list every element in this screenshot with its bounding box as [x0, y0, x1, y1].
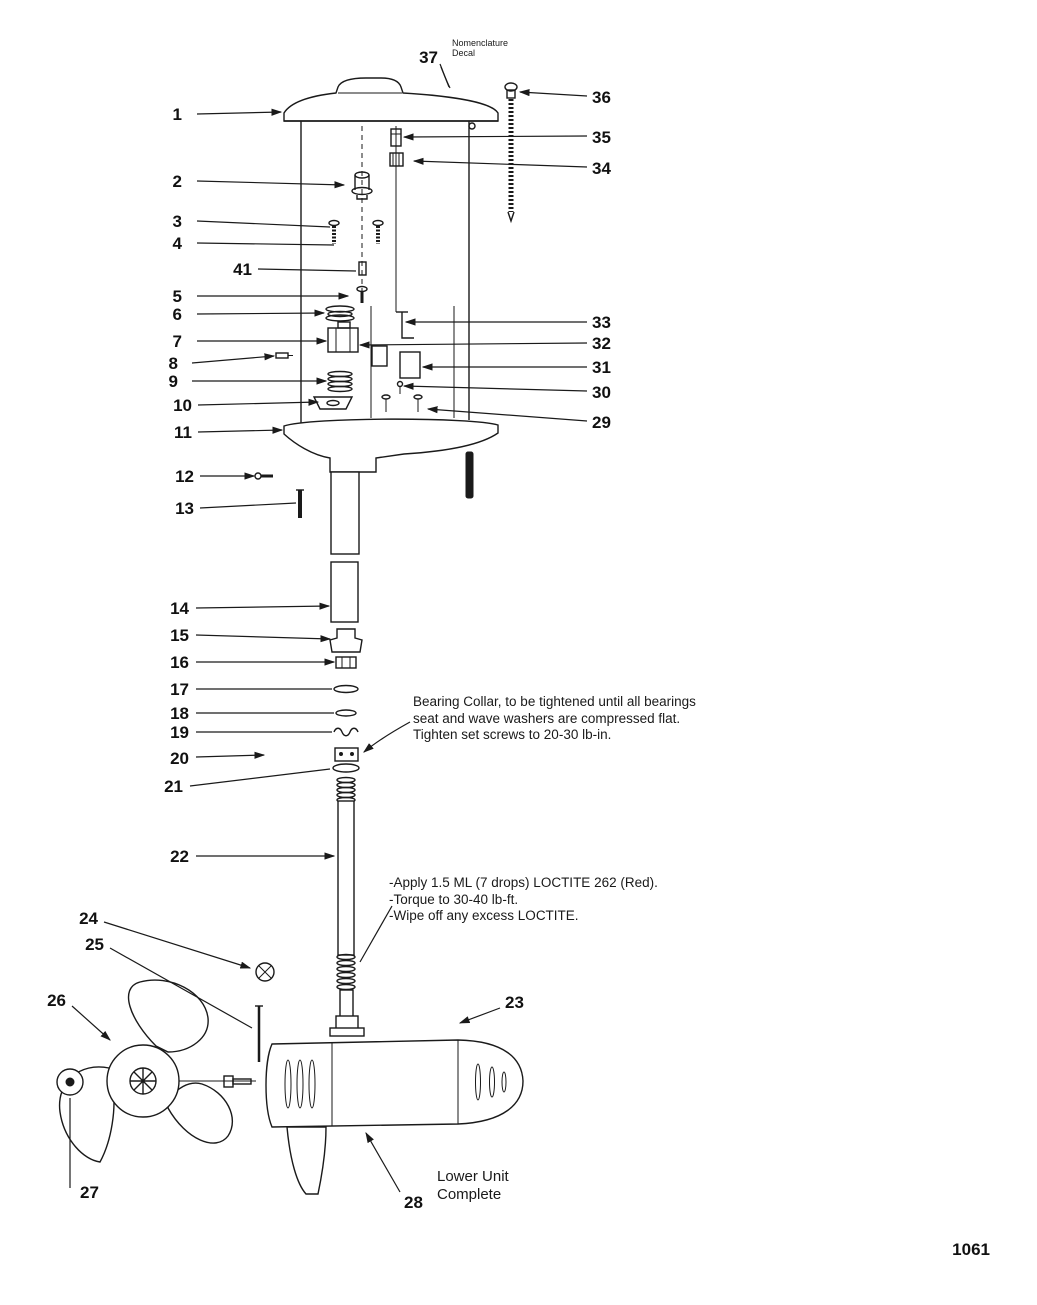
lower-unit — [223, 962, 524, 1195]
callout-leader-20 — [195, 751, 266, 759]
callout-layer: 1234415678910111213141516171819202122242… — [47, 48, 611, 1212]
callout-leader-4 — [196, 242, 335, 246]
bearing-note-leader — [363, 721, 411, 753]
callout-41: 41 — [233, 260, 252, 279]
callout-leader-21 — [189, 768, 331, 787]
callout-33: 33 — [592, 313, 611, 332]
callout-leader-36 — [518, 88, 588, 97]
base-housing — [254, 418, 499, 518]
callout-leader-30 — [402, 382, 588, 392]
callout-11: 11 — [174, 423, 192, 442]
callout-15: 15 — [170, 626, 189, 645]
callout-leader-14 — [195, 602, 331, 610]
callout-22: 22 — [170, 847, 189, 866]
callout-leader-34 — [412, 157, 588, 168]
callout-25: 25 — [85, 935, 104, 954]
callout-29: 29 — [592, 413, 611, 432]
callout-leader-24 — [103, 921, 252, 969]
callout-30: 30 — [592, 383, 611, 402]
callout-8: 8 — [169, 354, 178, 373]
note-leaders — [359, 63, 451, 963]
callout-leader-37 — [440, 66, 450, 88]
callout-28: 28 — [404, 1193, 423, 1212]
skeg — [286, 1126, 327, 1195]
callout-27: 27 — [80, 1183, 99, 1202]
center-shaft — [329, 471, 363, 1021]
callout-37: 37 — [419, 48, 438, 67]
callout-leader-8 — [191, 353, 276, 364]
callout-24: 24 — [79, 909, 98, 928]
callout-6: 6 — [173, 305, 182, 324]
callout-leader-2 — [196, 180, 346, 189]
callout-3: 3 — [173, 212, 182, 231]
callout-9: 9 — [169, 372, 178, 391]
prop-blade-top — [127, 979, 209, 1053]
mount-screw — [504, 82, 518, 224]
callout-35: 35 — [592, 128, 611, 147]
callout-leader-35 — [402, 133, 588, 141]
callout-4: 4 — [173, 234, 183, 253]
callout-leader-32 — [358, 341, 588, 349]
callout-34: 34 — [592, 159, 611, 178]
callout-leader-25 — [109, 947, 253, 1029]
callout-7: 7 — [173, 332, 182, 351]
callout-12: 12 — [175, 467, 194, 486]
callout-26: 26 — [47, 991, 66, 1010]
callout-23: 23 — [505, 993, 524, 1012]
callout-2: 2 — [173, 172, 182, 191]
callout-13: 13 — [175, 499, 194, 518]
callout-10: 10 — [173, 396, 192, 415]
lower-unit-label: Lower Unit Complete — [437, 1168, 509, 1203]
prop-blade-right — [167, 1082, 234, 1144]
loctite-note-leader — [359, 905, 393, 963]
loctite-note: -Apply 1.5 ML (7 drops) LOCTITE 262 (Red… — [389, 875, 658, 923]
callout-leader-28 — [365, 1131, 401, 1193]
callout-36: 36 — [592, 88, 611, 107]
callout-leader-15 — [195, 634, 332, 643]
callout-32: 32 — [592, 334, 611, 353]
callout-leader-6 — [196, 309, 326, 317]
callout-16: 16 — [170, 653, 189, 672]
callout-leader-11 — [197, 426, 284, 434]
callout-14: 14 — [170, 599, 189, 618]
bearing-collar-note: Bearing Collar, to be tightened until al… — [413, 694, 696, 742]
callout-5: 5 — [173, 287, 182, 306]
page-number: 1061 — [952, 1240, 990, 1259]
callout-leader-26 — [71, 1005, 111, 1041]
callout-leader-23 — [458, 1007, 501, 1024]
callout-17: 17 — [170, 680, 189, 699]
callout-19: 19 — [170, 723, 189, 742]
callout-leader-13 — [199, 502, 297, 509]
nomenclature-note: Nomenclature Decal — [452, 38, 509, 58]
callout-leader-3 — [196, 220, 331, 228]
callout-1: 1 — [173, 105, 182, 124]
motor-head-cover — [283, 77, 499, 130]
propeller — [56, 979, 256, 1163]
callout-leader-41 — [257, 268, 357, 272]
motor-body — [300, 121, 470, 424]
callout-leader-1 — [196, 108, 283, 116]
callout-leader-29 — [426, 406, 588, 422]
callout-18: 18 — [170, 704, 189, 723]
callout-31: 31 — [592, 358, 611, 377]
callout-21: 21 — [164, 777, 183, 796]
callout-20: 20 — [170, 749, 189, 768]
callout-leader-10 — [197, 398, 320, 406]
